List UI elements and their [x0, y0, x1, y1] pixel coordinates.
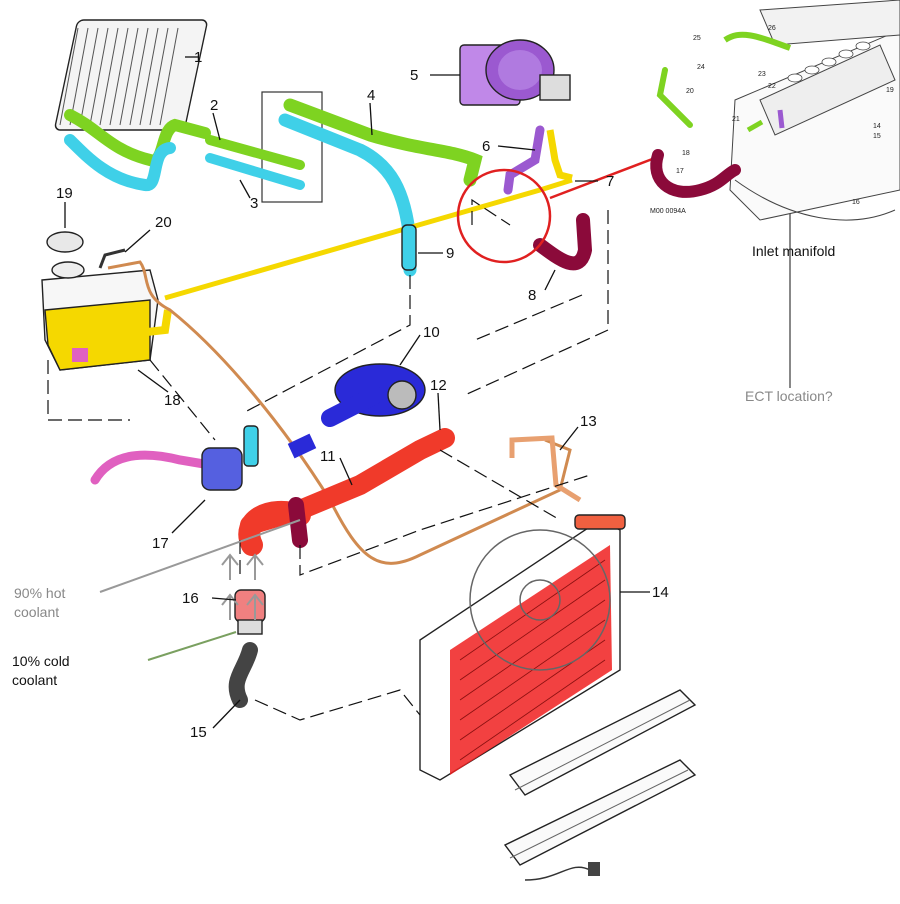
callout-11: 11	[320, 448, 336, 465]
callout-14: 14	[652, 584, 669, 601]
bypass-housing-blue	[201, 447, 243, 491]
sensor-wire	[524, 866, 591, 881]
hose-9-cyan	[401, 224, 417, 271]
pipe-13-orange	[509, 435, 582, 503]
callout-12: 12	[430, 377, 447, 394]
hose-11-blue	[287, 433, 317, 459]
callout-5: 5	[410, 67, 418, 84]
callout-19: 19	[56, 185, 73, 202]
hose-8-maroon	[533, 213, 593, 271]
callout-13: 13	[580, 413, 597, 430]
inset-label-14: 14	[873, 123, 881, 130]
bypass-pipe-cyan	[243, 425, 259, 467]
callout-17: 17	[152, 535, 169, 552]
throttle-body	[459, 39, 571, 106]
inset-label-18: 18	[682, 150, 690, 157]
sensor-connector	[588, 862, 600, 876]
hot-coolant-note-line1: 90% hot	[14, 585, 65, 601]
pressure-cap	[46, 231, 84, 253]
flow-arrows	[221, 553, 264, 620]
bleed-line-orange	[107, 260, 572, 565]
oil-cooler-upper	[508, 689, 697, 796]
callout-20: 20	[155, 214, 172, 231]
heater-hose-cyan	[64, 134, 176, 191]
callout-18: 18	[164, 392, 181, 409]
callout-8: 8	[528, 287, 536, 304]
bleed-pipe-yellow-2	[546, 129, 573, 182]
cold-coolant-note-line1: 10% cold	[12, 653, 70, 669]
oil-cooler-lower	[503, 759, 697, 866]
inset-label-16: 16	[852, 199, 860, 206]
bleed-pipe-yellow	[164, 177, 573, 301]
callout-leaders	[64, 56, 650, 729]
inlet-manifold-inset	[650, 0, 900, 221]
heater-hose-green	[64, 109, 211, 167]
inset-label-22: 22	[768, 83, 776, 90]
inset-label-23: 23	[758, 71, 766, 78]
inset-label-17: 17	[676, 168, 684, 175]
callout-15: 15	[190, 724, 207, 741]
callout-4: 4	[367, 87, 375, 104]
inset-figure-code: M00 0094A	[650, 208, 686, 215]
cold-coolant-pointer	[147, 631, 237, 661]
hot-coolant-note-line2: coolant	[14, 604, 59, 620]
water-pump	[321, 363, 426, 427]
inset-label-19: 19	[886, 87, 894, 94]
thermostat-housing	[234, 589, 266, 635]
cooling-fan-hub	[519, 579, 561, 621]
inset-label-26: 26	[768, 25, 776, 32]
highlight-circle	[456, 168, 552, 264]
callout-16: 16	[182, 590, 199, 607]
callout-2: 2	[210, 97, 218, 114]
hot-coolant-pointer	[99, 519, 301, 593]
highlight-pointer	[549, 156, 656, 200]
thermostat-outlet-maroon	[288, 497, 308, 548]
heater-matrix	[54, 19, 208, 131]
expansion-tank	[41, 261, 159, 371]
inset-label-15: 15	[873, 133, 881, 140]
callout-9: 9	[446, 245, 454, 262]
flow-lines	[47, 198, 609, 721]
inset-label-21: 21	[732, 116, 740, 123]
ect-location-note: ECT location?	[745, 388, 833, 404]
radiator	[419, 514, 626, 781]
inset-caption: Inlet manifold	[752, 243, 835, 259]
hose-4-green	[283, 98, 483, 187]
hose-15-black	[228, 642, 258, 708]
cold-coolant-note-line2: coolant	[12, 672, 57, 688]
callout-10: 10	[423, 324, 440, 341]
callout-7: 7	[606, 173, 614, 190]
hose-pair-2-3	[205, 91, 323, 203]
inset-label-20: 20	[686, 88, 694, 95]
cooling-fan	[469, 529, 611, 671]
callout-6: 6	[482, 138, 490, 155]
callout-1: 1	[194, 49, 202, 66]
pipe-20	[98, 248, 126, 269]
hose-17-pink	[90, 450, 215, 485]
tank-hose-yellow	[119, 309, 172, 339]
hose-6-purple	[503, 125, 545, 195]
callout-3: 3	[250, 195, 258, 212]
inset-label-25: 25	[693, 35, 701, 42]
inset-label-24: 24	[697, 64, 705, 71]
